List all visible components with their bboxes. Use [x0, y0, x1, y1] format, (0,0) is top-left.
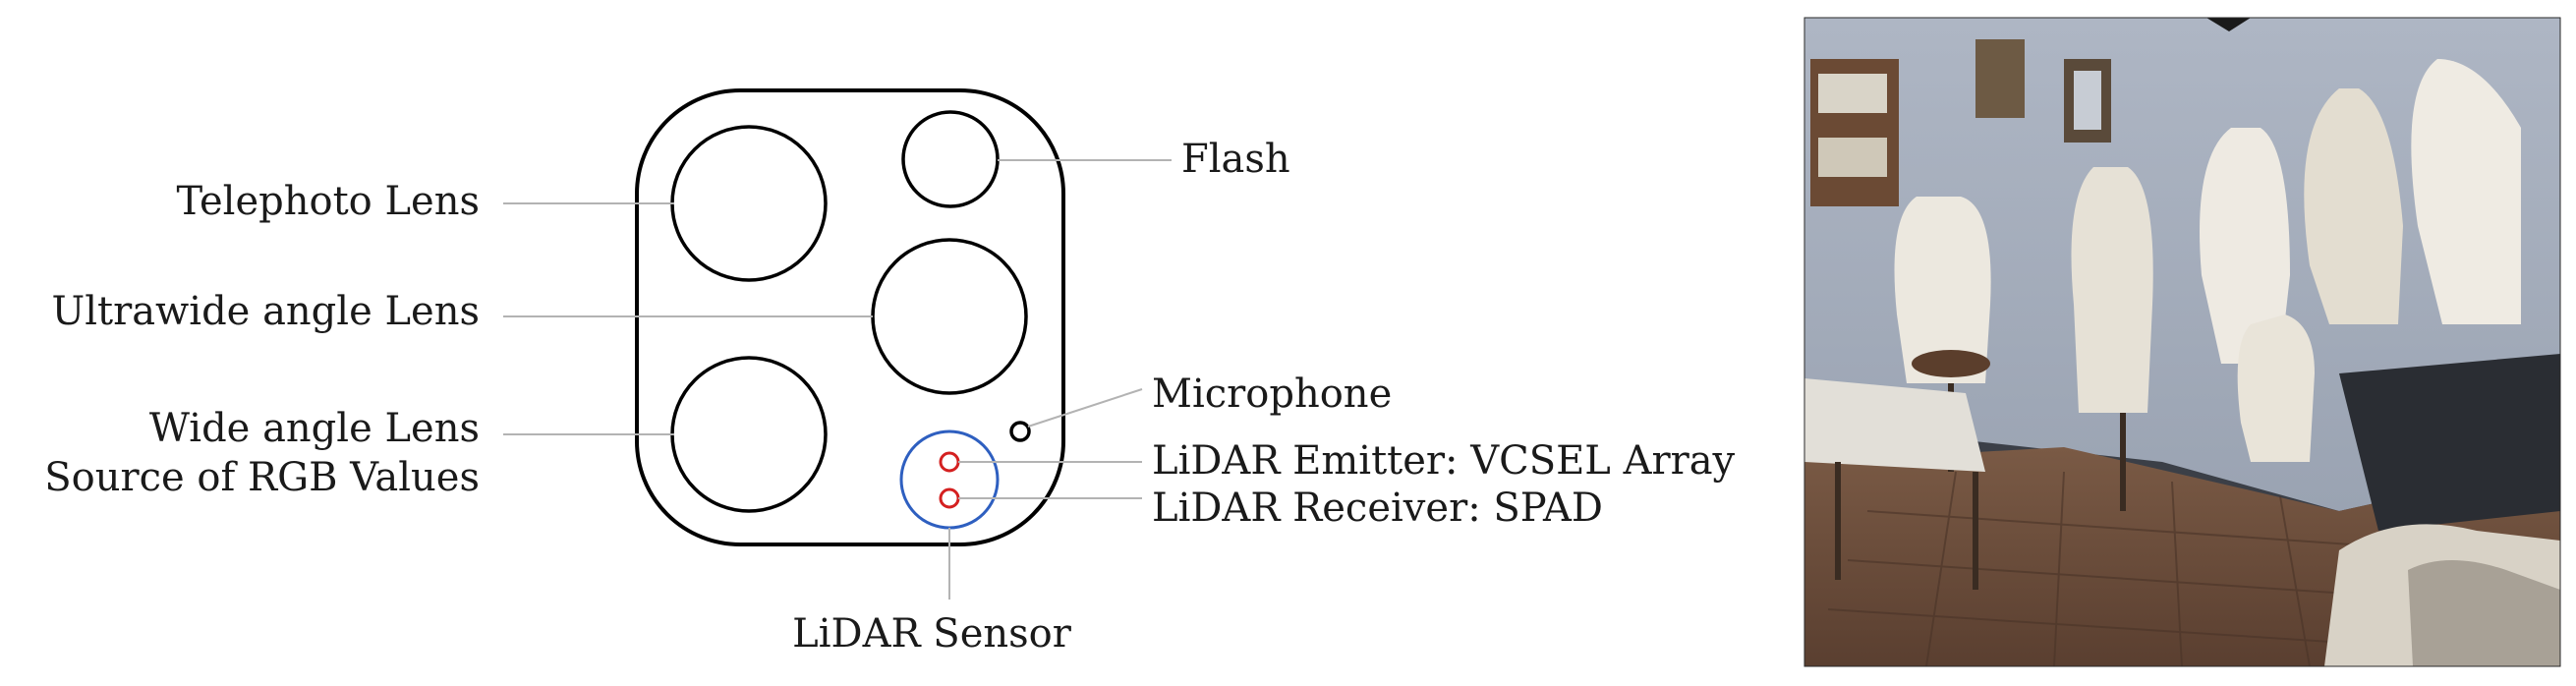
microphone-label: Microphone [1152, 372, 1392, 417]
telephoto-lens-circle [670, 125, 828, 282]
ultrawide-lens-circle [871, 238, 1028, 395]
reconstruction-photo [1803, 17, 2561, 667]
microphone-hole [1009, 421, 1031, 442]
flash-circle [901, 110, 1000, 208]
wide-lens-circle [670, 356, 828, 513]
wide-label: Wide angle Lens [149, 406, 480, 451]
microphone-leader-line [1027, 388, 1143, 428]
lidar-receiver-dot [939, 487, 960, 509]
lidar-emitter-label: LiDAR Emitter: VCSEL Array [1152, 438, 1736, 484]
lidar-sensor-ring [899, 429, 1000, 530]
wide-label-secondary: Source of RGB Values [44, 455, 480, 500]
ultrawide-label: Ultrawide angle Lens [52, 289, 481, 334]
telephoto-label: Telephoto Lens [176, 179, 480, 224]
lidar-receiver-label: LiDAR Receiver: SPAD [1152, 486, 1603, 531]
lidar-sensor-label: LiDAR Sensor [792, 611, 1072, 657]
flash-label: Flash [1181, 137, 1290, 182]
lidar-emitter-dot [939, 451, 960, 473]
